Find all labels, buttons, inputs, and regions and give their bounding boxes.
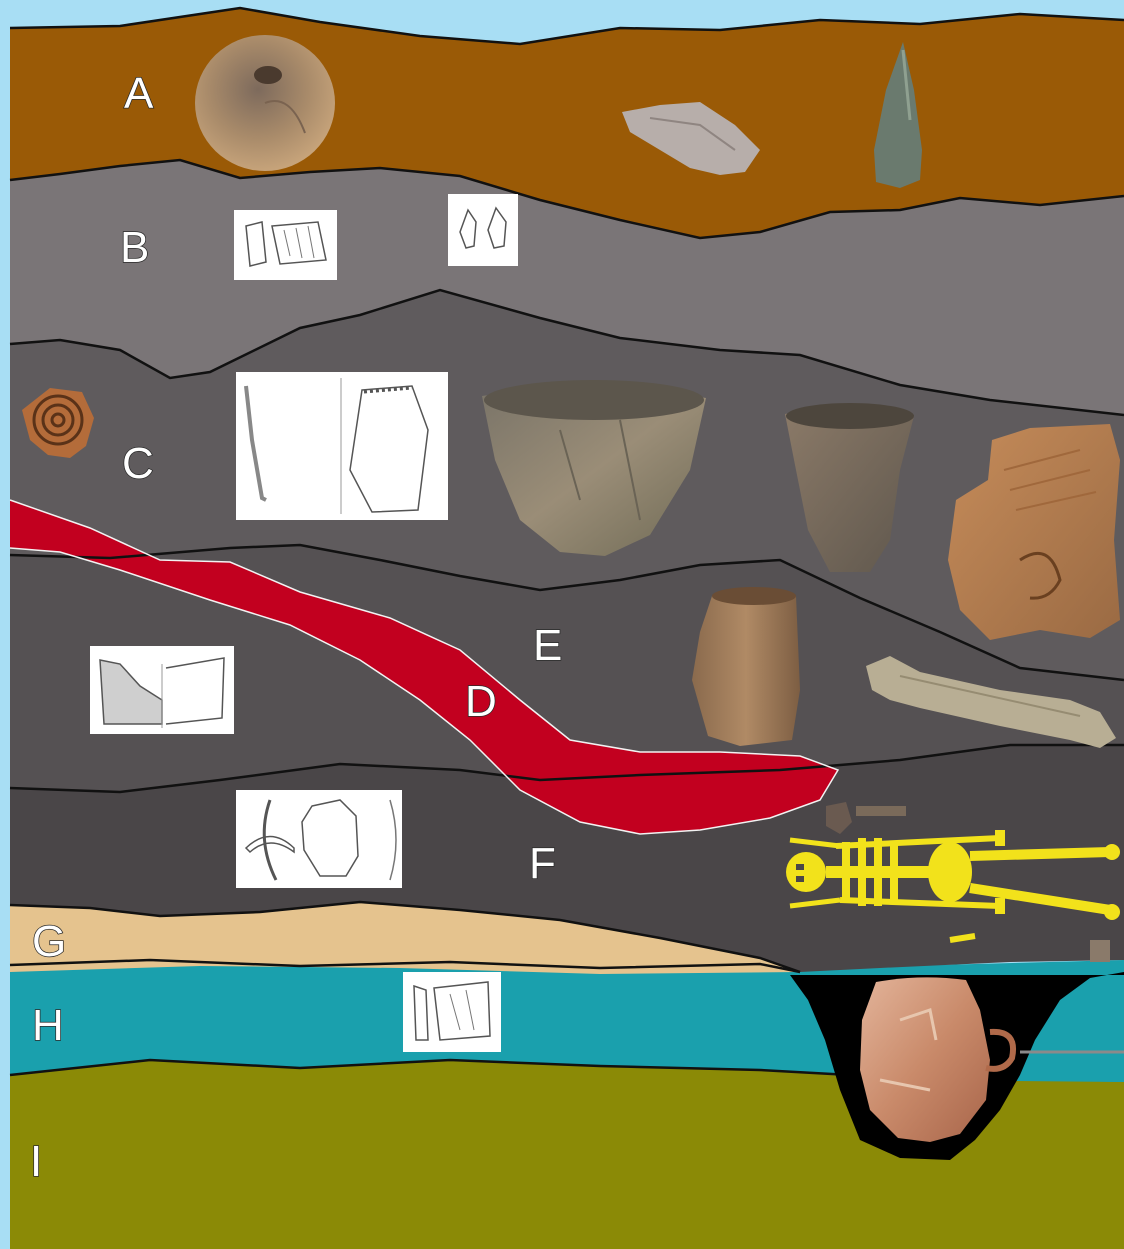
spindle-whorl-icon xyxy=(195,35,335,171)
lithic-drawing-card xyxy=(234,210,337,280)
point-drawing-card xyxy=(448,194,518,266)
pot-profile-drawing-card xyxy=(236,372,448,520)
sherd-drawing-card xyxy=(236,790,402,888)
layer-label-G: G xyxy=(32,917,66,966)
layer-label-B: B xyxy=(120,223,149,272)
layer-label-E: E xyxy=(533,621,562,670)
layer-label-H: H xyxy=(32,1001,64,1050)
vessel-profile-drawing-card xyxy=(90,646,234,734)
cylindrical-pot-icon xyxy=(692,587,800,746)
blade-drawing-card xyxy=(403,972,501,1052)
layer-label-C: C xyxy=(122,439,154,488)
layer-label-F: F xyxy=(529,839,556,888)
layer-label-A: A xyxy=(124,69,154,118)
layer-label-D: D xyxy=(465,677,497,726)
layer-label-I: I xyxy=(30,1137,42,1186)
